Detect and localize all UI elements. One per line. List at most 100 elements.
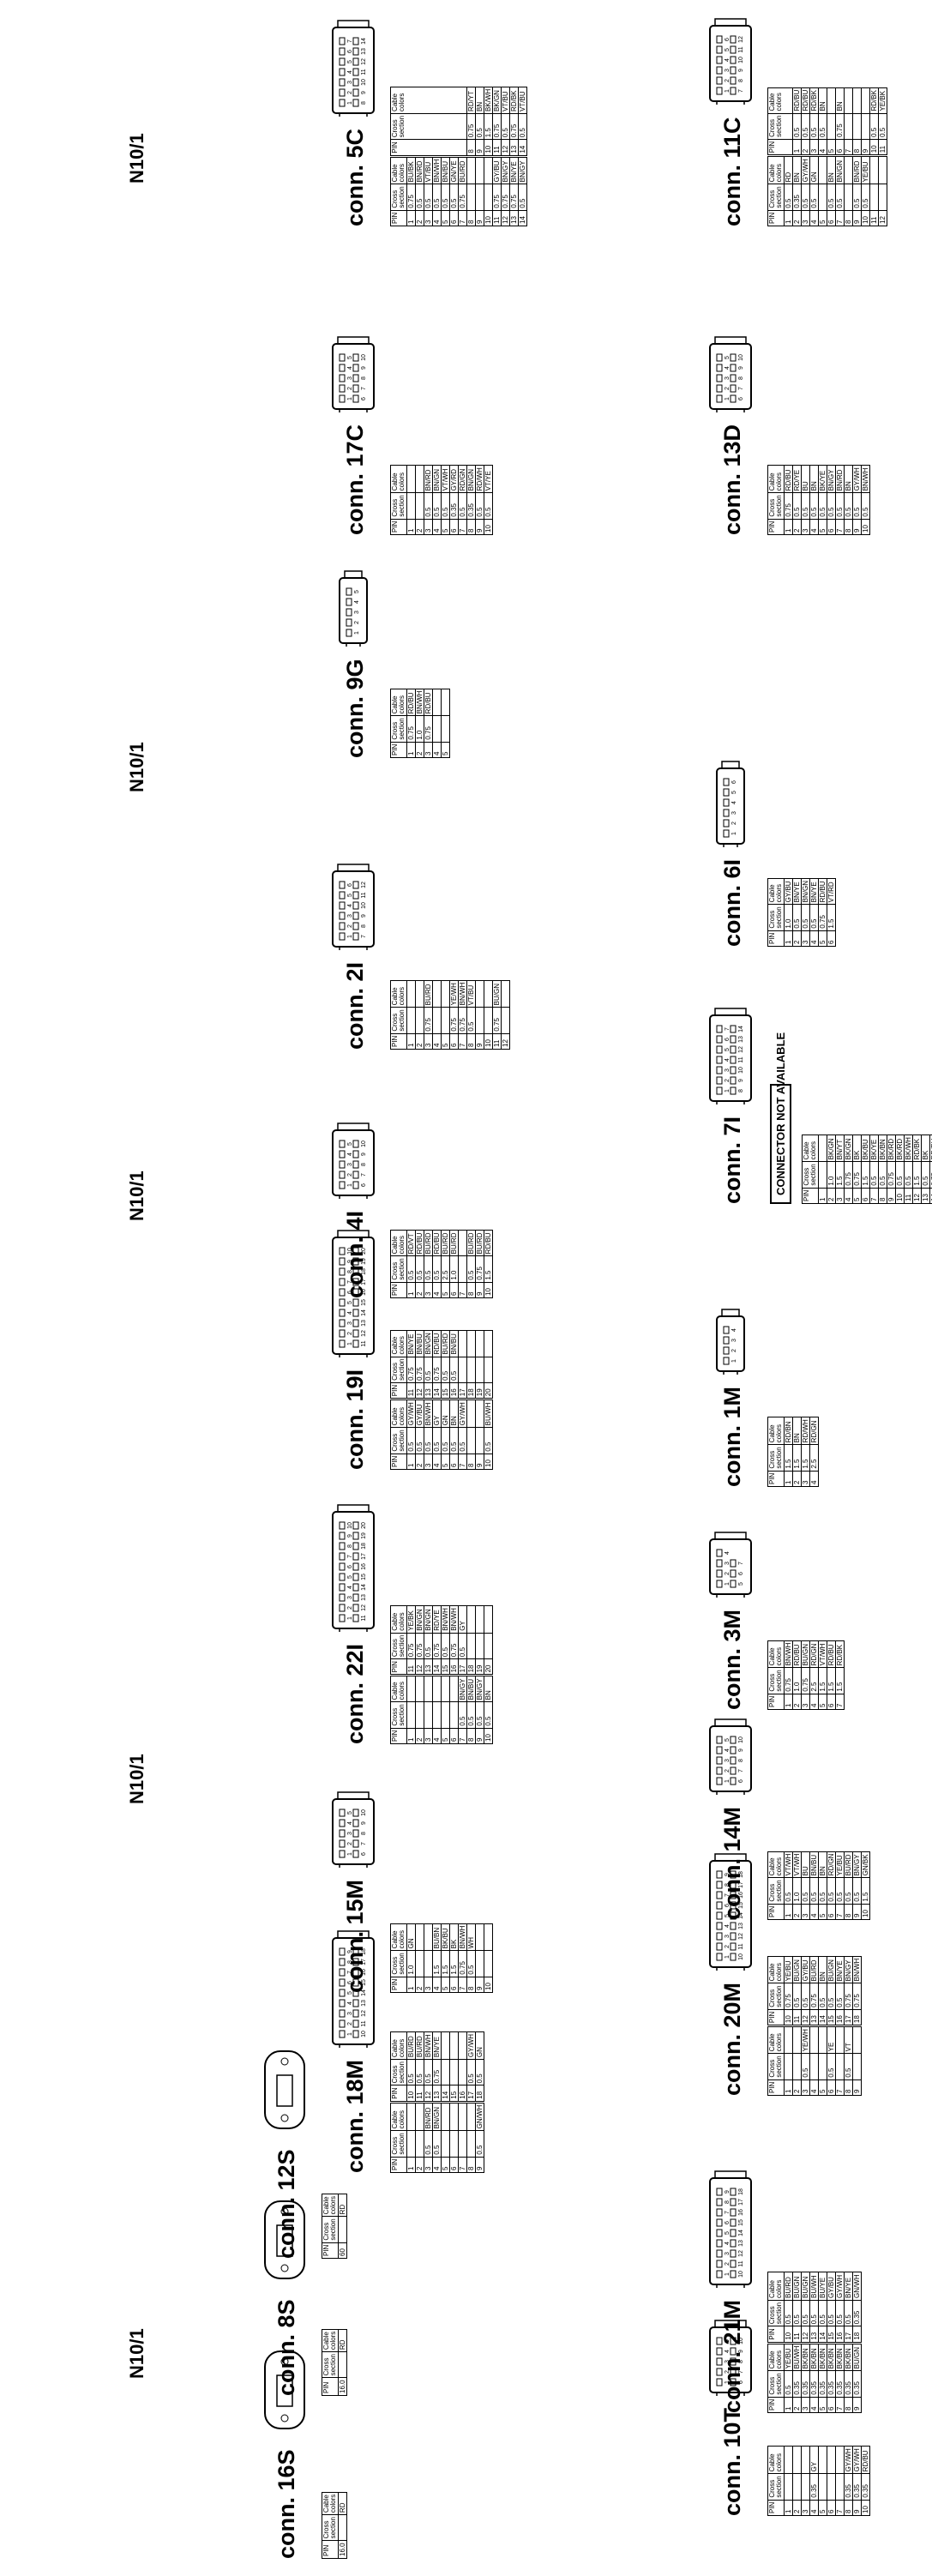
pin-number: 10 (406, 2085, 416, 2102)
pin-number: 16 (449, 1658, 459, 1675)
cable-color: BU/RD (415, 2031, 424, 2060)
svg-text:12: 12 (361, 1604, 367, 1611)
pin-number: 4 (809, 1904, 819, 1920)
svg-text:1: 1 (725, 1089, 731, 1092)
cable-color: VT/BU (501, 87, 510, 114)
svg-text:2: 2 (354, 621, 360, 624)
cross-section: 0.75 (844, 1161, 853, 1189)
svg-text:6: 6 (725, 1038, 731, 1041)
cable-color: BN/GY (518, 157, 527, 184)
cable-color (406, 980, 416, 1008)
pin-number: 13 (809, 2009, 819, 2025)
svg-text:2: 2 (347, 1842, 353, 1845)
svg-text:3: 3 (354, 611, 360, 614)
pin-number: 5 (441, 1728, 450, 1744)
table-row: 3 (424, 1676, 433, 1744)
cable-color (432, 689, 442, 716)
svg-text:3: 3 (731, 1339, 737, 1342)
cross-section: 0.35 (801, 2370, 810, 2398)
cross-section: 0.75 (492, 184, 502, 211)
pin-number: 2 (415, 1977, 424, 1993)
pin-number: 9 (475, 1454, 484, 1470)
cross-section: 0.5 (809, 2300, 819, 2326)
pin-number: 5 (818, 930, 827, 947)
cable-color: GN/YE (449, 157, 459, 184)
pin-number: 3 (801, 1471, 810, 1487)
svg-text:18: 18 (361, 1543, 367, 1550)
cross-section: 0.5 (424, 492, 433, 520)
cross-section (415, 1701, 424, 1729)
cross-section (406, 2130, 416, 2158)
cross-section: 0.35 (852, 2473, 862, 2501)
pin-number: 18 (466, 1658, 476, 1675)
table-row: 8 (466, 2103, 476, 2173)
cable-color: BU/RD (844, 1851, 853, 1878)
cross-section: 0.75 (406, 1633, 416, 1659)
cross-section: 0.5 (792, 904, 802, 931)
cross-section: 1.0 (449, 1255, 459, 1283)
pin-number: 2 (792, 930, 802, 947)
pin-number: 2 (792, 1694, 802, 1710)
cable-color: VT/BU (424, 157, 433, 184)
svg-text:1: 1 (725, 1582, 731, 1586)
svg-text:10: 10 (361, 79, 367, 86)
header-pin: PIN (390, 1658, 407, 1675)
cross-section (801, 2473, 810, 2501)
svg-text:10: 10 (738, 1736, 744, 1743)
connector-drawing (264, 2200, 305, 2280)
cross-section: 0.35 (844, 2473, 853, 2501)
cable-color: RD/YT (466, 87, 476, 114)
cross-section (441, 1701, 450, 1729)
pin-number: 13 (509, 210, 519, 226)
svg-text:6: 6 (725, 2221, 731, 2224)
pin-number: 4 (432, 1728, 442, 1744)
pin-number: 13 (509, 139, 519, 156)
svg-text:6: 6 (731, 780, 737, 784)
cable-color: GY/BU (784, 878, 793, 905)
pin-number: 5 (827, 139, 836, 155)
header-pin: PIN (802, 1188, 819, 1204)
svg-text:3: 3 (347, 914, 353, 918)
header-pin: PIN (390, 2157, 407, 2173)
pin-number: 2 (827, 1188, 836, 1204)
pin-number: 10 (484, 519, 493, 535)
svg-text:2: 2 (347, 387, 353, 390)
svg-text:5: 5 (731, 791, 737, 794)
svg-text:9: 9 (738, 1748, 744, 1752)
cross-section: 0.5 (484, 1701, 493, 1729)
pin-number: 3 (801, 1904, 810, 1920)
pin-number: 5 (441, 1454, 450, 1470)
cable-color: BK/BN (818, 2344, 827, 2371)
pin-number: 10 (861, 519, 870, 535)
pin-number: 14 (518, 139, 527, 156)
pin-number: 3 (801, 2500, 810, 2516)
pin-number: 13 (921, 1188, 930, 1204)
